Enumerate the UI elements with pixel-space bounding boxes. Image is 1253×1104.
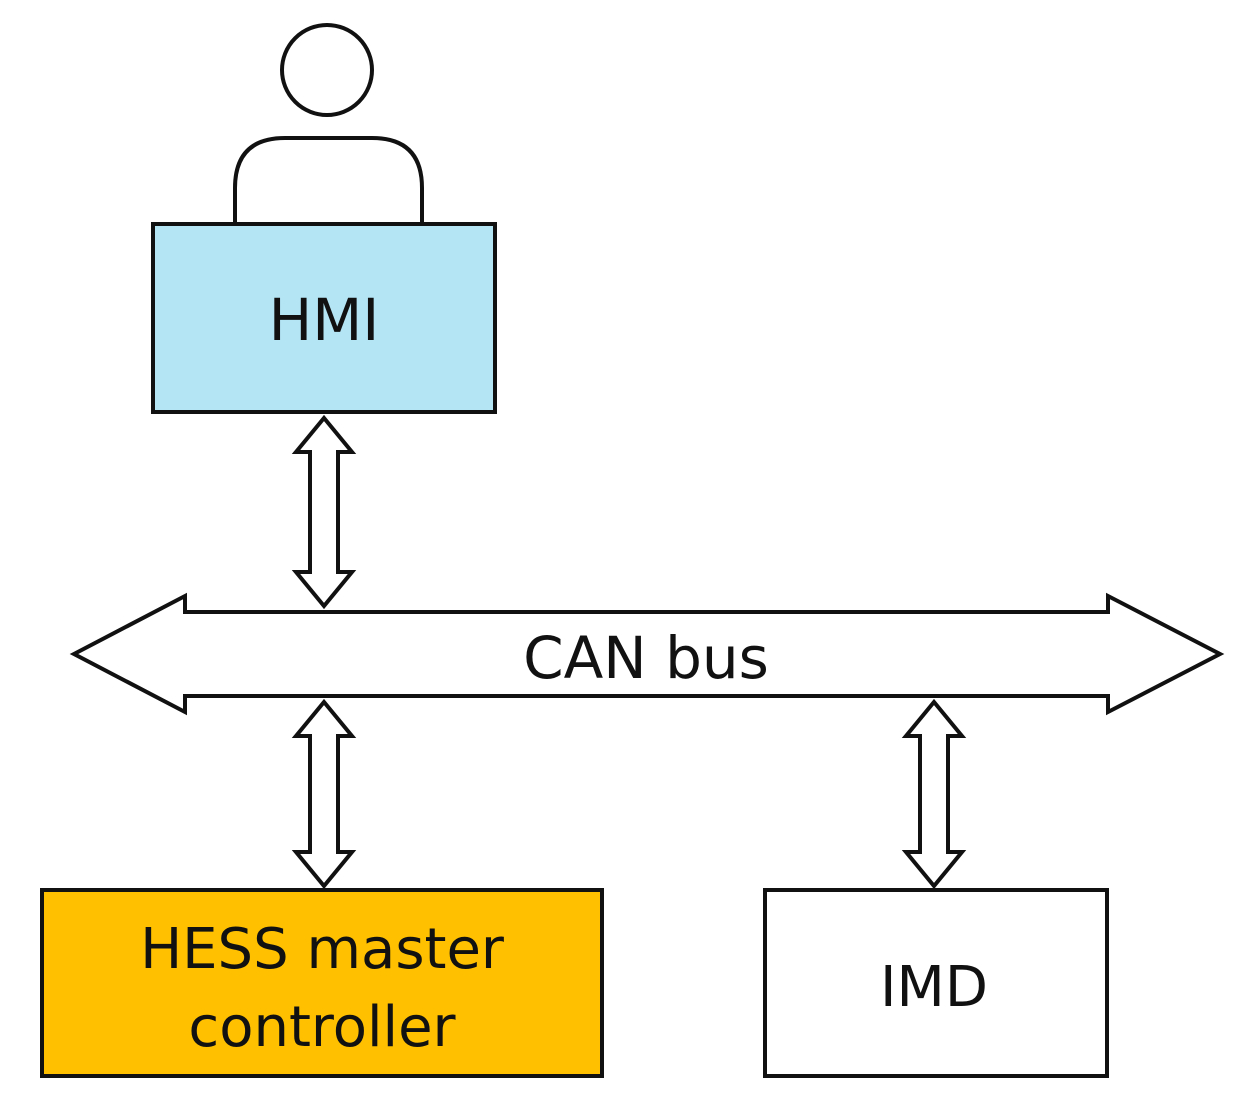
can-bus: CAN bus [69,592,1225,716]
person-icon [233,23,424,222]
hmi-node: HMI [151,222,497,414]
hess-box [40,888,604,1078]
person-head [280,23,374,117]
can-bus-arrow [69,592,1225,716]
imd-box [763,888,1109,1078]
can-bus-label: CAN bus [523,624,769,692]
imd-label: IMD [880,955,988,1020]
hess-label-line1: HESS master [140,917,505,982]
imd-node: IMD [763,888,1109,1078]
hmi-label: HMI [269,286,380,354]
hess-label-line2: controller [188,995,456,1060]
can-imd-arrow [901,698,967,890]
hess-node: HESS master controller [40,888,604,1078]
can-hess-arrow [291,698,357,890]
hmi-box [151,222,497,414]
hmi-can-arrow [291,414,357,610]
person-body [233,136,424,222]
